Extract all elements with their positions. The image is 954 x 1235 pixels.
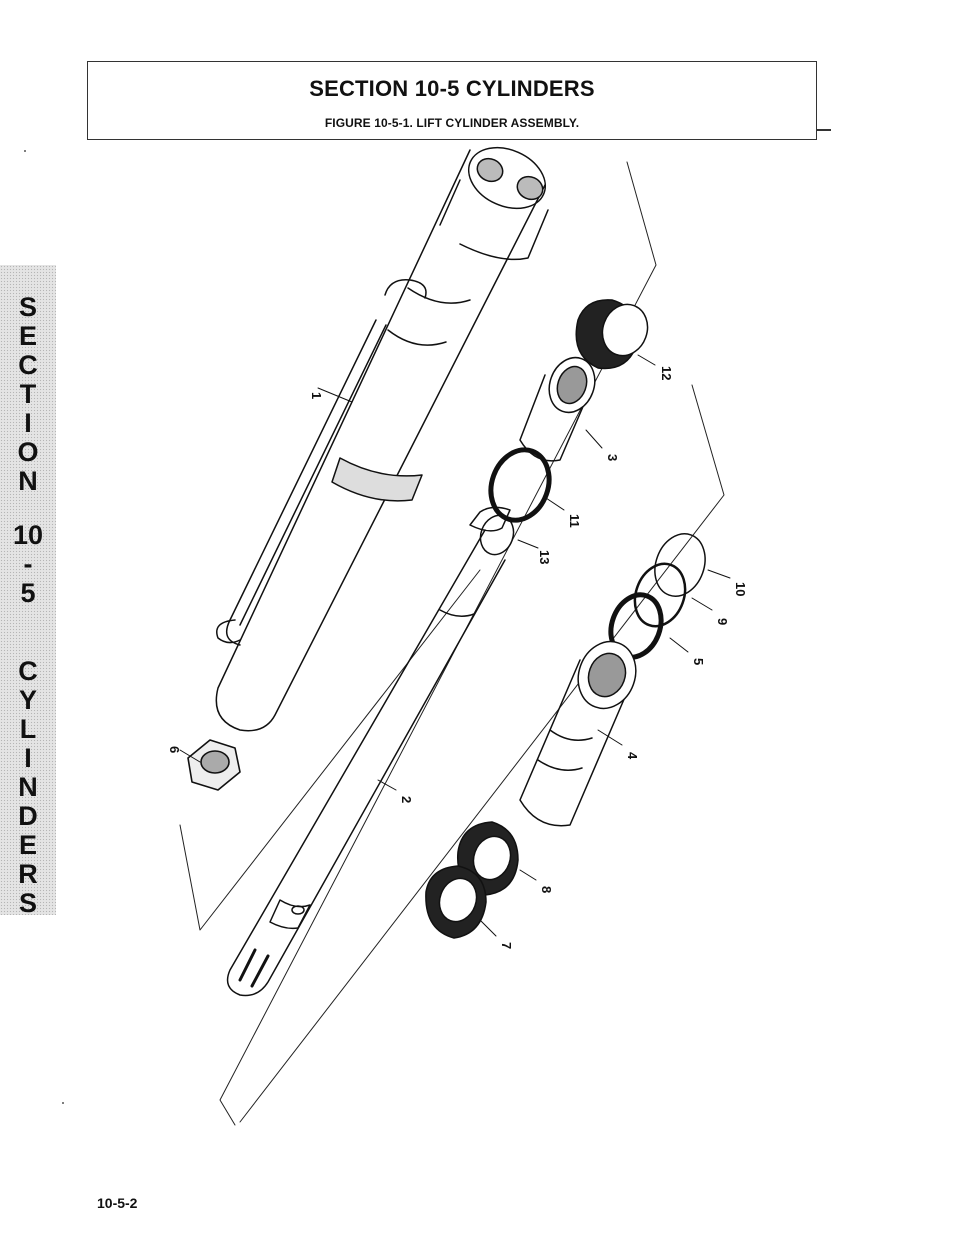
side-tab-section-10-5: S E C T I O N 10 - 5 C Y L I N D E R S: [0, 265, 56, 918]
callout-9: 9: [715, 618, 730, 625]
side-tab-letter: E: [18, 321, 37, 351]
callout-10: 10: [733, 582, 748, 596]
callout-leaders: [179, 354, 731, 937]
callout-12: 12: [659, 366, 674, 380]
piston-parts-lower: [425, 533, 706, 939]
callout-3: 3: [605, 454, 620, 461]
callout-7: 7: [499, 942, 514, 949]
side-tab-letter: -: [23, 549, 33, 579]
callout-5: 5: [691, 658, 706, 665]
side-tab-letter: I: [24, 743, 32, 773]
scan-speck: [62, 1102, 64, 1104]
side-tab-letter: Y: [18, 685, 37, 715]
gland-part-3: [519, 356, 596, 462]
scan-speck: [24, 150, 26, 152]
side-tab-letter: N: [18, 466, 38, 496]
side-tab-letter: 10: [12, 520, 44, 550]
ring-part-9: [633, 562, 687, 628]
nut-part-6: [187, 739, 241, 791]
callout-8: 8: [539, 886, 554, 893]
page-number: 10-5-2: [97, 1195, 138, 1211]
side-tab-letter: O: [17, 437, 39, 467]
section-header-box: SECTION 10-5 CYLINDERS FIGURE 10-5-1. LI…: [87, 61, 817, 140]
callout-numbers: 1 2 3 4 5 6 7 8 9 10 11 12 13: [167, 366, 748, 949]
lift-cylinder-exploded-diagram: 1 2 3 4 5 6 7 8 9 10 11 12 13: [167, 146, 748, 1126]
assembly-outline: [179, 161, 725, 1126]
side-tab-letter: N: [18, 772, 38, 802]
side-tab-letter: I: [24, 408, 32, 438]
ring-part-10: [654, 533, 706, 597]
cylinder-barrel-part-1: [215, 146, 549, 732]
side-tab-letter: T: [19, 379, 37, 409]
side-tab-letter: 5: [20, 578, 36, 608]
callout-4: 4: [625, 752, 640, 760]
piston-part-4: [519, 640, 637, 827]
side-tab-letter: E: [18, 830, 37, 860]
side-tab-letter: S: [18, 292, 37, 322]
callout-2: 2: [399, 796, 414, 803]
side-tab-letter: L: [19, 714, 37, 744]
callout-1: 1: [309, 392, 324, 399]
section-title: SECTION 10-5 CYLINDERS: [309, 76, 595, 101]
gland-parts-upper: [479, 299, 649, 556]
side-tab-letter: D: [18, 801, 38, 831]
side-tab-letter: R: [18, 859, 38, 889]
figure-title: FIGURE 10-5-1. LIFT CYLINDER ASSEMBLY.: [324, 116, 580, 130]
seal-part-11: [488, 447, 552, 523]
wiper-part-7: [425, 865, 487, 939]
header-tick-mark: [817, 129, 831, 131]
side-tab-letter: S: [18, 888, 37, 918]
callout-11: 11: [567, 514, 582, 528]
wiper-part-12: [575, 299, 649, 370]
side-tab-letter: C: [18, 656, 38, 686]
side-tab-letter: C: [18, 350, 38, 380]
oring-part-13: [479, 514, 515, 556]
callout-13: 13: [537, 550, 552, 564]
callout-6: 6: [167, 746, 182, 753]
piston-rod-part-2: [226, 506, 511, 997]
